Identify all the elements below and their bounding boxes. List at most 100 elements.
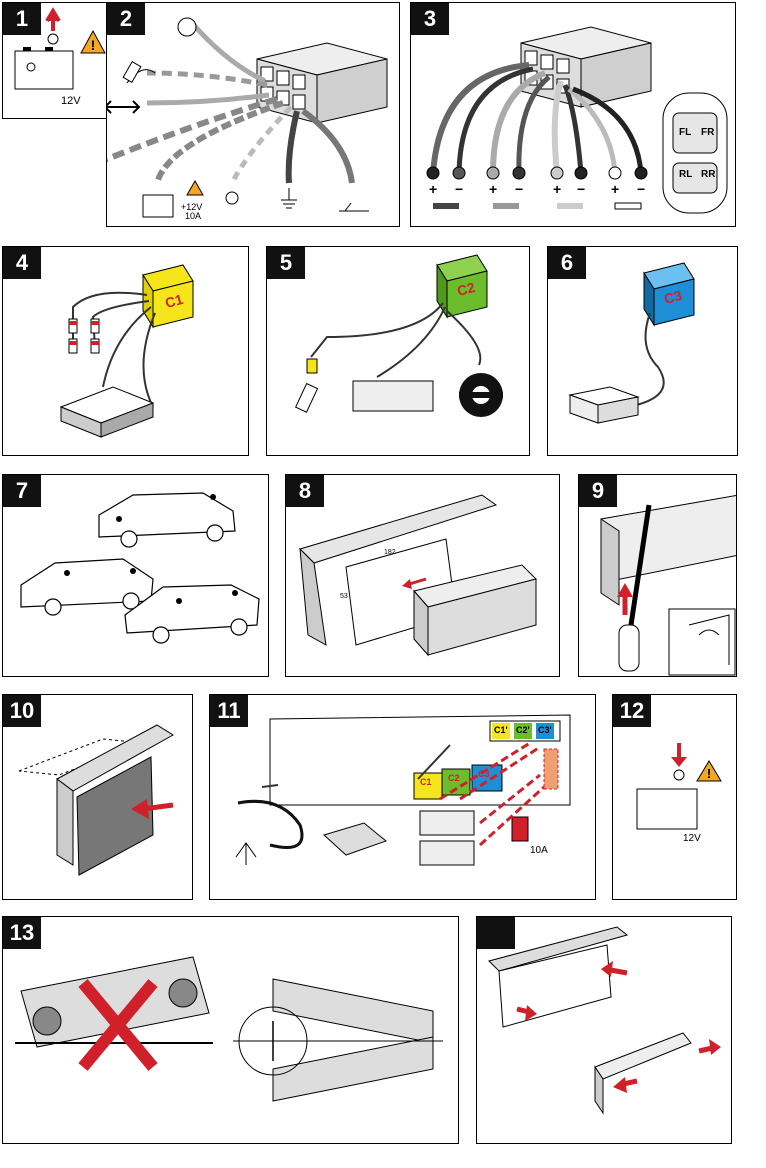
connector-c3 [653, 278, 695, 326]
panel-4: 4 C1 [2, 246, 249, 456]
speaker-wiring-diagram [426, 26, 728, 214]
plus-sign: + [429, 181, 438, 197]
mounting-angle-illustration [15, 956, 443, 1102]
block-c2-label: C2 [448, 773, 460, 783]
plus-sign: + [489, 181, 498, 197]
ground-icon [281, 188, 297, 209]
phone-icon [294, 382, 319, 413]
connector-c1 [152, 280, 194, 328]
warning-icon [696, 760, 722, 782]
plus-sign: + [553, 181, 562, 197]
arrow-icon [601, 961, 613, 977]
screwdriver-icon [618, 624, 640, 672]
car-icon [124, 584, 260, 634]
warning-icon [186, 179, 204, 196]
battery-voltage-label: 12V [61, 95, 81, 107]
detail-inset [668, 608, 736, 676]
insert-radio-illustration [18, 724, 174, 876]
speaker-rl-label: RL [679, 169, 693, 180]
panel-8: 8 182 53 [285, 474, 560, 677]
svg-text:!: ! [707, 766, 711, 781]
up-arrow-icon [617, 583, 633, 597]
speaker-fr-label: FR [701, 127, 715, 138]
speaker-rr-label: RR [701, 169, 716, 180]
panel-2: 2 +12V 10A [106, 2, 400, 227]
panel-number: 1 [3, 3, 41, 35]
minus-sign: − [577, 181, 586, 197]
iso-connector-wiring-diagram [107, 17, 388, 218]
panel-number: 6 [548, 247, 586, 279]
panel-number: 3 [411, 3, 449, 35]
fuse-rating-label: 10A [530, 845, 548, 856]
speaker-fl-label: FL [679, 127, 692, 138]
panel-number: 5 [267, 247, 305, 279]
amplifier-connection-illustration [59, 264, 194, 438]
push-arrow-icon [131, 799, 149, 819]
connector-c1p-label: C1' [494, 725, 508, 735]
warning-icon [80, 29, 106, 54]
battery-icon [142, 194, 174, 218]
dimension-width: 182 [384, 549, 396, 556]
arrow-icon [525, 1005, 537, 1021]
radio-faceplate [76, 756, 154, 876]
antenna-icon [235, 842, 257, 865]
panel-3: 3 FL FR RL [410, 2, 736, 227]
battery-voltage-label: 12V [683, 833, 701, 844]
minus-sign: − [637, 181, 646, 197]
panel-12: 12 ! 12V [612, 694, 737, 900]
insert-arrow-icon [402, 579, 412, 589]
mounting-cage-illustration [299, 494, 537, 657]
dimension-height: 53 [340, 593, 348, 600]
panel-11: 11 C1' C2' C3' C1 C2 C3 10A [209, 694, 596, 900]
minus-sign: − [515, 181, 524, 197]
c2-connection-illustration [294, 254, 503, 417]
panel-number: 4 [3, 247, 41, 279]
screwdriver-bend-tabs-illustration [600, 495, 736, 676]
minus-sign: − [455, 181, 464, 197]
panel-13: 13 [2, 916, 459, 1144]
panel-number: 9 [579, 475, 617, 507]
radio-faceplate [20, 956, 210, 1048]
speaker-icons [433, 202, 642, 210]
light-icon [225, 191, 239, 205]
panel-number: 2 [107, 3, 145, 35]
panel-6: 6 C3 [547, 246, 738, 456]
panel-number: 10 [3, 695, 41, 727]
block-c3-label: C3 [478, 769, 490, 779]
battery-icon [636, 788, 698, 830]
panel-number [477, 917, 515, 949]
panel-number: 13 [3, 917, 41, 949]
fuse-icon [511, 816, 529, 842]
panel-10: 10 [2, 694, 193, 900]
power-spec-voltage: +12V [181, 202, 203, 212]
vehicle-models-illustration [20, 492, 260, 644]
c3-connection-illustration [568, 262, 695, 424]
power-spec-amps: 10A [185, 211, 202, 221]
angle-detail-circle [238, 1006, 308, 1076]
plus-sign: + [611, 181, 620, 197]
rear-connections-illustration [235, 714, 571, 866]
panel-number: 11 [210, 695, 248, 727]
panel-5: 5 C2 [266, 246, 530, 456]
removal-keys-illustration [488, 926, 721, 1115]
connector-c3p-label: C3' [538, 725, 552, 735]
down-arrow-icon [671, 757, 687, 767]
panel-7: 7 [2, 474, 269, 677]
panel-number: 7 [3, 475, 41, 507]
car-icon [20, 558, 154, 608]
battery-icon [14, 50, 74, 90]
module-box-icon [352, 380, 434, 412]
battery-reconnect-illustration: ! [636, 743, 722, 830]
not-allowed-cross-icon [78, 979, 158, 1071]
panel-number: 12 [613, 695, 651, 727]
svg-text:!: ! [91, 37, 96, 53]
panel-number: 8 [286, 475, 324, 507]
panel-14 [476, 916, 732, 1144]
gps-antenna-icon [323, 822, 388, 856]
panel-9: 9 [578, 474, 737, 677]
battery-disconnect-illustration: ! [14, 7, 106, 90]
car-icon [98, 492, 236, 538]
arrow-icon [613, 1077, 627, 1093]
ignition-key-icon [339, 202, 369, 212]
block-c1-label: C1 [420, 777, 432, 787]
